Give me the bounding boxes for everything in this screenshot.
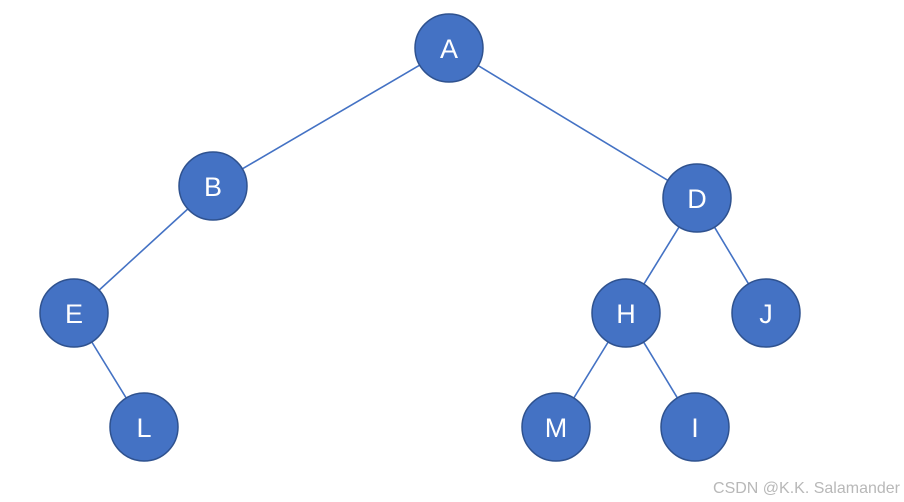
tree-node-j: J <box>731 278 801 348</box>
tree-nodes: A B D E H J L M I <box>39 13 801 462</box>
node-label: L <box>136 413 151 443</box>
node-label: E <box>65 299 83 329</box>
edge-e-l <box>91 341 127 399</box>
watermark-text: CSDN @K.K. Salamander <box>713 480 900 497</box>
edge-a-d <box>477 64 669 182</box>
edge-b-e <box>98 208 189 291</box>
node-label: I <box>691 413 699 443</box>
node-label: J <box>759 299 773 329</box>
edge-h-m <box>573 341 609 399</box>
node-label: H <box>616 299 636 329</box>
edge-d-j <box>713 226 750 285</box>
node-label: D <box>687 184 707 214</box>
tree-node-d: D <box>662 163 732 233</box>
node-circle <box>731 278 801 348</box>
node-circle <box>591 278 661 348</box>
tree-node-l: L <box>109 392 179 462</box>
node-circle <box>662 163 732 233</box>
node-circle <box>521 392 591 462</box>
node-circle <box>178 151 248 221</box>
tree-node-i: I <box>660 392 730 462</box>
tree-edges <box>91 64 750 399</box>
tree-node-m: M <box>521 392 591 462</box>
edge-h-i <box>642 341 679 399</box>
node-circle <box>39 278 109 348</box>
edge-a-b <box>241 64 421 170</box>
tree-node-h: H <box>591 278 661 348</box>
node-label: A <box>440 34 458 64</box>
edge-d-h <box>643 226 680 285</box>
tree-node-a: A <box>414 13 484 83</box>
tree-node-b: B <box>178 151 248 221</box>
tree-node-e: E <box>39 278 109 348</box>
node-label: M <box>545 413 568 443</box>
node-label: B <box>204 172 222 202</box>
node-circle <box>414 13 484 83</box>
node-circle <box>660 392 730 462</box>
node-circle <box>109 392 179 462</box>
